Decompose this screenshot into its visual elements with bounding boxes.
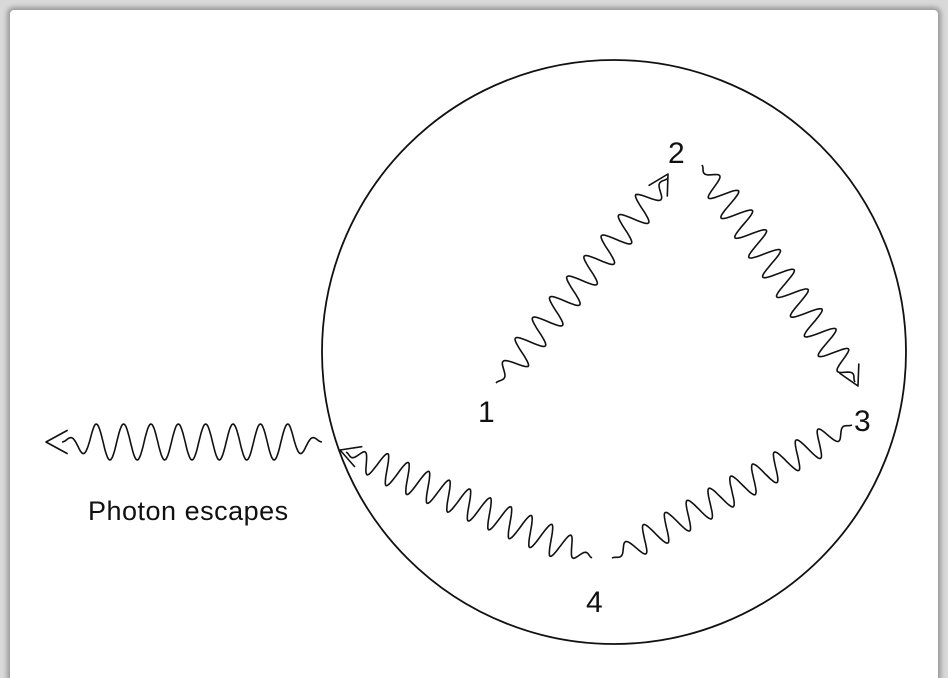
point-label-3: 3 xyxy=(854,405,871,438)
point-label-1: 1 xyxy=(478,396,495,429)
point-label-2: 2 xyxy=(668,137,685,170)
path-2-to-3 xyxy=(702,165,855,382)
arrowhead-3 xyxy=(840,364,859,386)
path-4-to-boundary xyxy=(346,452,592,559)
escape-caption: Photon escapes xyxy=(88,496,289,526)
path-3-to-4 xyxy=(612,425,852,558)
escape-path xyxy=(62,424,322,460)
point-label-4: 4 xyxy=(586,586,603,619)
path-1-to-2 xyxy=(496,178,668,383)
sphere-boundary xyxy=(322,60,906,644)
